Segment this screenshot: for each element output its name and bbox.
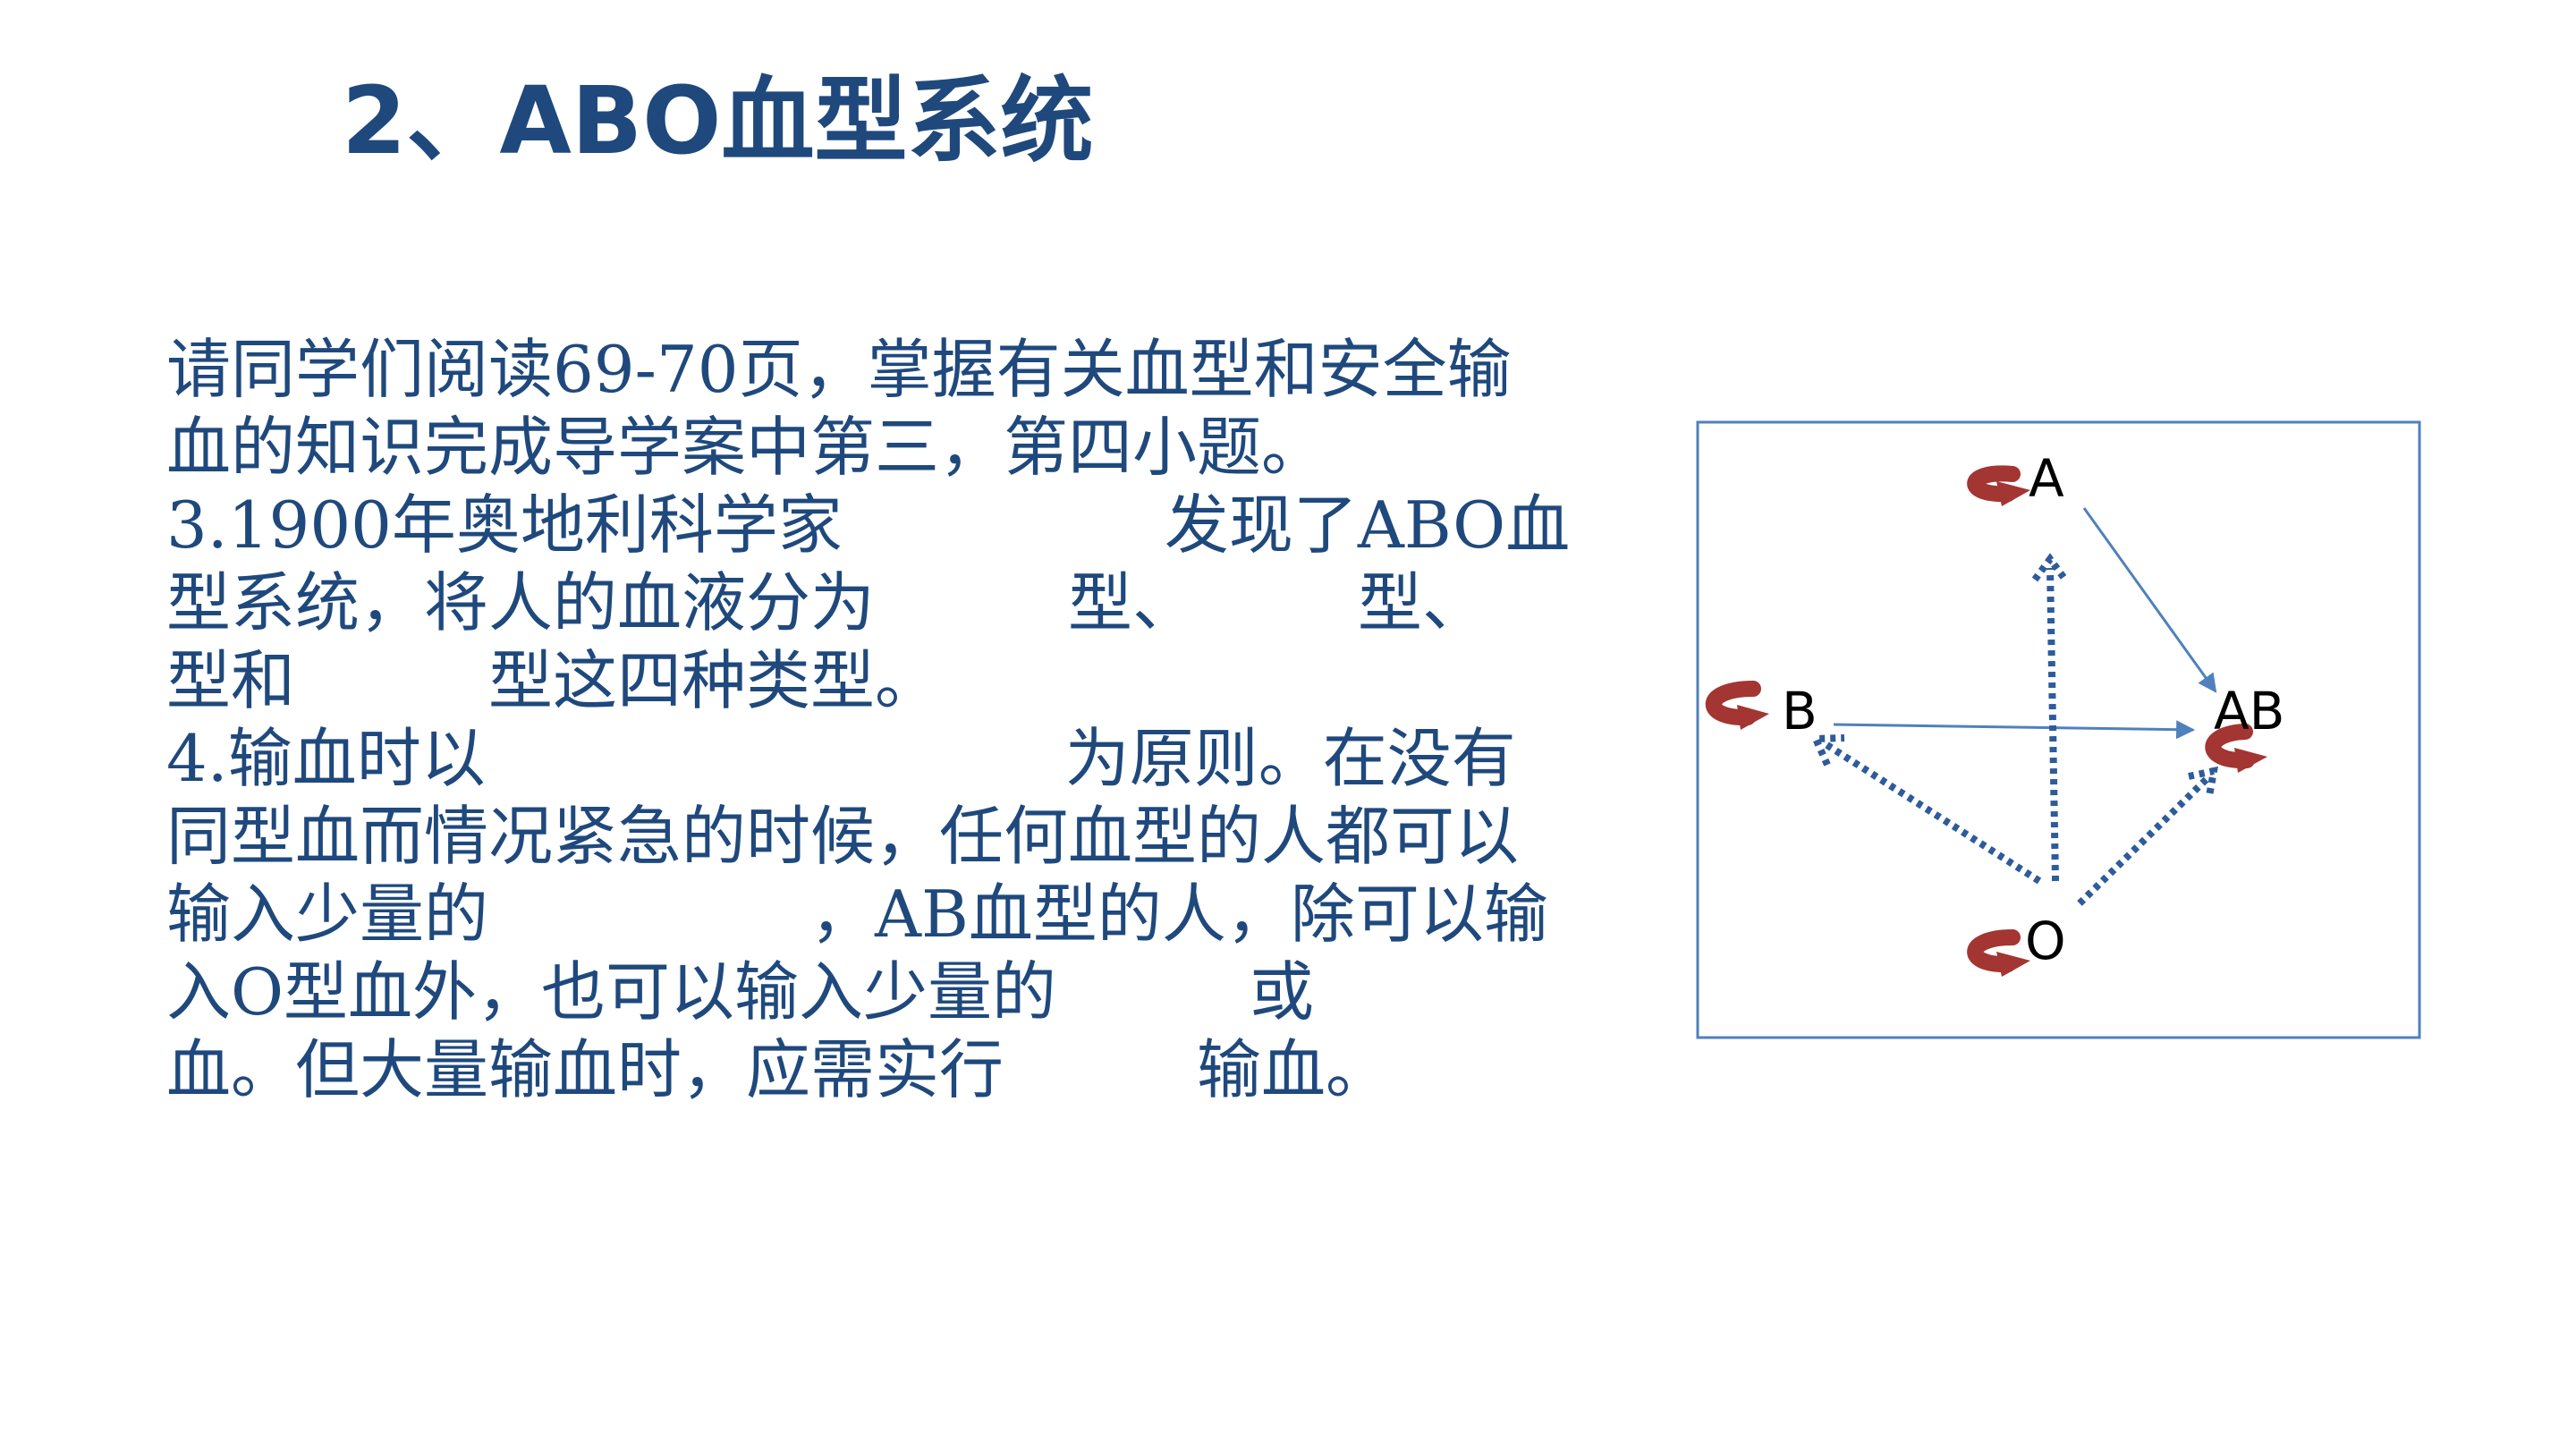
diagram-frame bbox=[1696, 420, 2421, 1039]
text-line-8: 输入少量的 ，AB血型的人，除可以输 bbox=[166, 877, 1548, 952]
text-line-9: 入O型血外，也可以输入少量的 或 bbox=[166, 954, 1315, 1030]
text-line-5: 型和 型这四种类型。 bbox=[166, 643, 940, 718]
text-line-3: 3.1900年奥地利科学家 发现了ABO血 bbox=[166, 487, 1571, 563]
text-line-1: 请同学们阅读69-70页，掌握有关血型和安全输 bbox=[166, 332, 1512, 407]
text-line-2: 血的知识完成导学案中第三，第四小题。 bbox=[166, 410, 1326, 485]
curl-arrow-ab bbox=[2205, 724, 2267, 773]
node-label-o: O bbox=[2025, 911, 2066, 971]
curl-arrow-a bbox=[1967, 465, 2030, 506]
text-line-6: 4.输血时以 为原则。在没有 bbox=[166, 721, 1516, 796]
curl-arrow-o bbox=[1967, 929, 2030, 977]
arrow-b-to-ab bbox=[1833, 720, 2196, 740]
node-label-b: B bbox=[1782, 681, 1818, 741]
node-label-ab: AB bbox=[2214, 681, 2284, 741]
node-label-a: A bbox=[2029, 448, 2064, 509]
arrow-o-to-ab bbox=[2077, 766, 2218, 906]
page-title: 2、ABO血型系统 bbox=[342, 66, 1094, 175]
arrow-o-to-b bbox=[1809, 734, 2042, 885]
text-line-4: 型系统，将人的血液分为 型、 型、 bbox=[166, 565, 1487, 640]
arrow-a-to-ab bbox=[2082, 507, 2217, 693]
curl-arrow-b bbox=[1705, 681, 1769, 730]
arrow-o-to-a bbox=[2031, 553, 2069, 882]
text-line-10: 血。但大量输血时，应需实行 输血。 bbox=[166, 1032, 1391, 1107]
text-line-7: 同型血而情况紧急的时候，任何血型的人都可以 bbox=[166, 799, 1520, 874]
